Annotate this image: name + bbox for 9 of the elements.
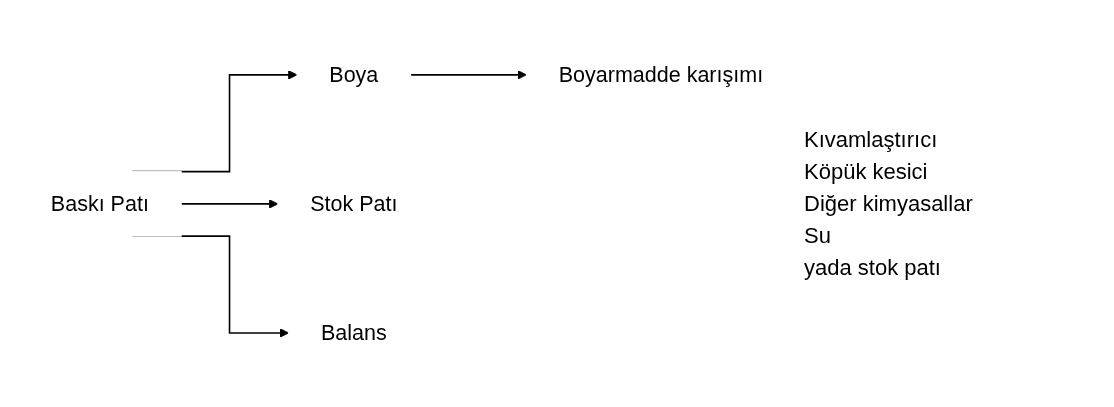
component-label: Köpük kesici: [804, 158, 928, 185]
node-text: Boya: [329, 62, 379, 87]
node-text: Balans: [320, 320, 387, 345]
component-label: Kıvamlaştırıcı: [804, 126, 938, 153]
node-text: Boyarmadde karışımı: [558, 62, 764, 87]
node-text: Stok Patı: [310, 191, 398, 216]
component-label: yada stok patı: [804, 254, 941, 281]
component-label: Diğer kimyasallar: [804, 190, 973, 217]
component-label: Su: [804, 222, 831, 249]
